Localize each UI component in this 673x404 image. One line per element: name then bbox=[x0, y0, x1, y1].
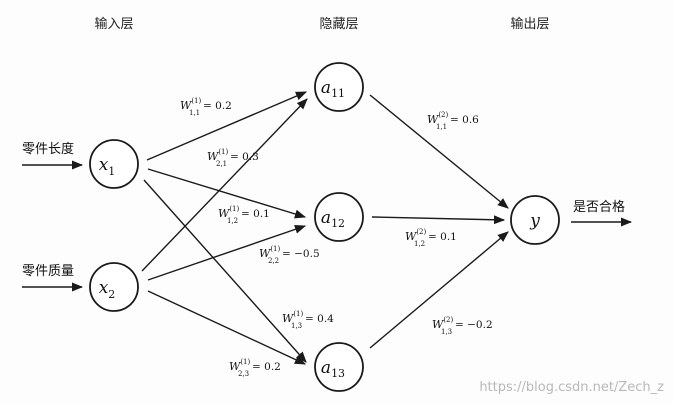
svg-text:y: y bbox=[529, 211, 540, 231]
edge-x1-a11 bbox=[146, 91, 308, 161]
svg-text:= −0.2: = −0.2 bbox=[455, 319, 493, 331]
svg-text:W(2): W(2) bbox=[427, 111, 448, 126]
svg-text:x2: x2 bbox=[99, 278, 116, 301]
weight-label-w23-1: W(1) 2,3 = 0.2 bbox=[229, 358, 281, 378]
edge-a11-y bbox=[369, 94, 509, 209]
output-label: 是否合格 bbox=[573, 199, 625, 215]
svg-text:= 0.3: = 0.3 bbox=[230, 151, 259, 163]
input-layer-title: 输入层 bbox=[94, 16, 133, 32]
svg-text:= −0.5: = −0.5 bbox=[282, 248, 320, 260]
node-a11: a11 bbox=[314, 62, 364, 112]
svg-text:2,1: 2,1 bbox=[216, 160, 227, 168]
svg-text:W(2): W(2) bbox=[405, 228, 426, 243]
svg-text:1,2: 1,2 bbox=[414, 240, 425, 248]
svg-text:W(1): W(1) bbox=[218, 205, 239, 220]
svg-text:x1: x1 bbox=[99, 155, 116, 178]
svg-text:W(1): W(1) bbox=[207, 148, 228, 163]
weight-label-w22-1: W(1) 2,2 = −0.5 bbox=[259, 245, 320, 265]
svg-text:a12: a12 bbox=[321, 208, 345, 230]
edge-x2-a13 bbox=[147, 290, 307, 365]
svg-text:W(2): W(2) bbox=[432, 316, 453, 331]
weight-label-w12-2: W(2) 1,2 = 0.1 bbox=[405, 228, 457, 248]
edge-x1-a13 bbox=[143, 179, 307, 363]
edge-x2-a11 bbox=[141, 98, 308, 272]
svg-text:1,1: 1,1 bbox=[436, 123, 447, 131]
weight-label-w11-1: W(1) 1,1 = 0.2 bbox=[180, 97, 232, 117]
edge-a12-y bbox=[371, 215, 506, 225]
svg-text:2,3: 2,3 bbox=[238, 370, 249, 378]
svg-text:1,3: 1,3 bbox=[291, 322, 302, 330]
edge-x1-a12 bbox=[147, 168, 307, 219]
node-a12: a12 bbox=[314, 192, 364, 242]
input-label-mass: 零件质量 bbox=[22, 264, 74, 279]
svg-text:a11: a11 bbox=[321, 78, 345, 100]
output-layer-title: 输出层 bbox=[510, 16, 549, 32]
svg-text:W(1): W(1) bbox=[282, 310, 303, 325]
svg-text:= 0.1: = 0.1 bbox=[428, 231, 457, 243]
node-a13: a13 bbox=[314, 342, 364, 392]
svg-text:W(1): W(1) bbox=[259, 245, 280, 260]
hidden-layer-title: 隐藏层 bbox=[319, 17, 358, 32]
node-x2: x2 bbox=[89, 262, 139, 312]
svg-text:= 0.2: = 0.2 bbox=[252, 361, 281, 373]
svg-text:1,2: 1,2 bbox=[227, 217, 238, 225]
svg-text:= 0.2: = 0.2 bbox=[203, 100, 232, 112]
svg-text:W(1): W(1) bbox=[180, 97, 201, 112]
svg-text:= 0.4: = 0.4 bbox=[305, 313, 334, 325]
svg-text:= 0.1: = 0.1 bbox=[241, 208, 270, 220]
svg-text:2,2: 2,2 bbox=[268, 257, 279, 265]
edge-x2-a12 bbox=[147, 225, 307, 281]
node-x1: x1 bbox=[89, 139, 139, 189]
weight-label-w13-1: W(1) 1,3 = 0.4 bbox=[282, 310, 334, 330]
svg-text:1,3: 1,3 bbox=[441, 328, 452, 336]
weight-label-w13-2: W(2) 1,3 = −0.2 bbox=[432, 316, 493, 336]
svg-text:a13: a13 bbox=[321, 358, 345, 380]
weight-label-w21-1: W(1) 2,1 = 0.3 bbox=[207, 148, 259, 168]
svg-text:1,1: 1,1 bbox=[189, 109, 200, 117]
weight-label-w12-1: W(1) 1,2 = 0.1 bbox=[218, 205, 270, 225]
svg-text:= 0.6: = 0.6 bbox=[450, 114, 479, 126]
edge-a13-y bbox=[369, 231, 509, 349]
weight-label-w11-2: W(2) 1,1 = 0.6 bbox=[427, 111, 479, 131]
input-label-length: 零件长度 bbox=[22, 141, 74, 157]
watermark-text: https://blog.csdn.net/Zech_z bbox=[479, 380, 664, 395]
node-y: y bbox=[510, 195, 560, 245]
svg-text:W(1): W(1) bbox=[229, 358, 250, 373]
